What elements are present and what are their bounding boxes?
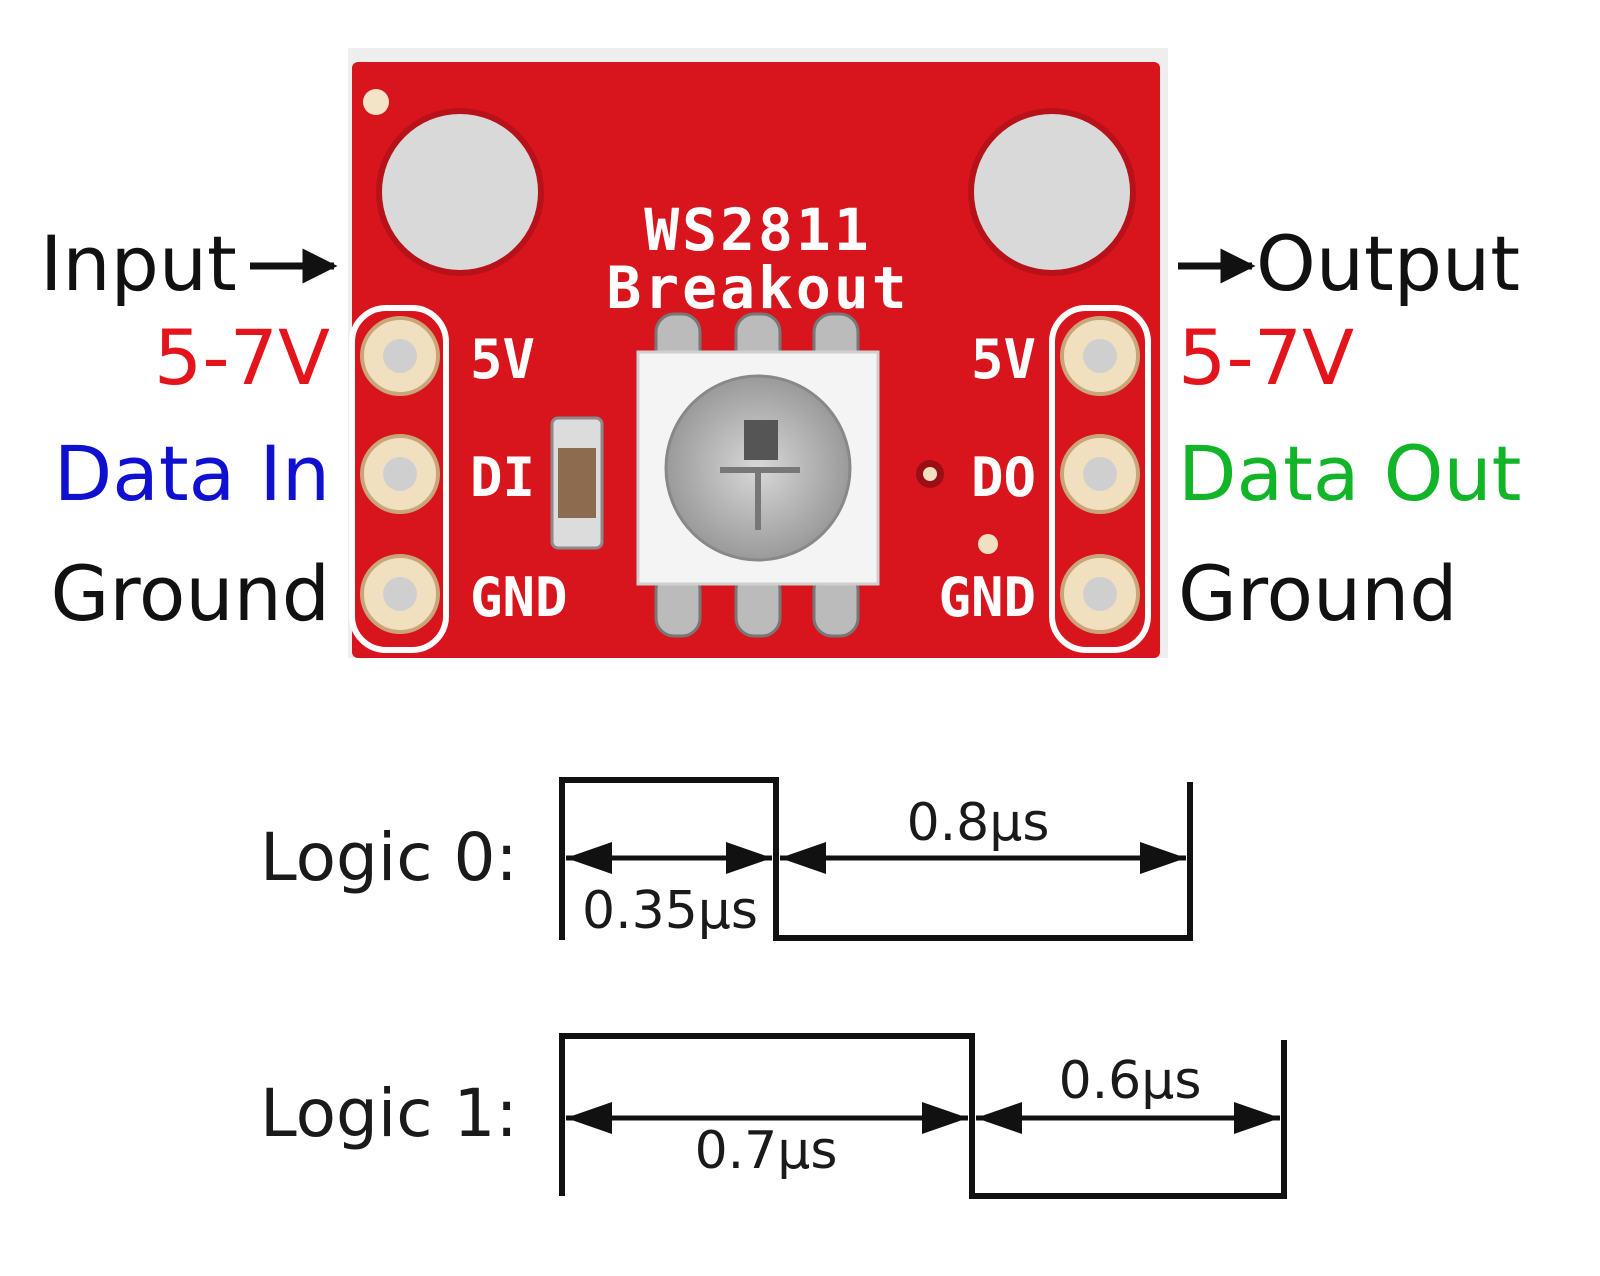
arrowhead: [780, 842, 826, 874]
logic1-low-time: 0.6µs: [1059, 1051, 1202, 1111]
pin-label-left-5v: 5V: [470, 328, 535, 391]
fiducial-dot: [363, 89, 389, 115]
logic0-low-time: 0.8µs: [907, 793, 1050, 853]
left-label-power: 5-7V: [154, 313, 330, 402]
left-label-data: Data In: [54, 429, 330, 518]
pin-label-right-5v: 5V: [971, 328, 1036, 391]
left-labels: Input 5-7V Data In Ground: [40, 219, 338, 638]
pin-label-left-gnd: GND: [470, 566, 568, 629]
timing-logic-0: Logic 0: 0.35µs 0.8µs: [260, 777, 1193, 941]
timing-logic-1: Logic 1: 0.7µs 0.6µs: [260, 1033, 1287, 1199]
logic1-waveform: [559, 1033, 1287, 1199]
arrowhead: [566, 842, 612, 874]
input-label: Input: [40, 219, 237, 308]
arrowhead: [922, 1102, 968, 1134]
logic0-label: Logic 0:: [260, 819, 518, 896]
left-header-outline: [349, 305, 449, 653]
led-die: [744, 420, 778, 460]
pad-hole: [1083, 339, 1117, 373]
breakout-board: WS2811 Breakout 5V DI GND 5V DO: [348, 48, 1168, 658]
pin-label-right-do: DO: [971, 446, 1036, 509]
mounting-hole-left: [382, 114, 538, 270]
board-title-line1: WS2811: [644, 196, 872, 264]
right-label-ground: Ground: [1178, 549, 1458, 638]
logic1-high-time: 0.7µs: [695, 1121, 838, 1181]
logic0-waveform: [559, 777, 1193, 941]
board-title-line2: Breakout: [606, 254, 909, 322]
right-label-data: Data Out: [1178, 429, 1521, 518]
via-center: [923, 467, 937, 481]
right-header-outline: [1049, 305, 1151, 653]
output-label: Output: [1256, 219, 1520, 308]
arrowhead: [726, 842, 772, 874]
arrowhead: [566, 1102, 612, 1134]
right-labels: Output 5-7V Data Out Ground: [1178, 219, 1521, 638]
pad-hole: [1083, 457, 1117, 491]
logic1-label: Logic 1:: [260, 1075, 518, 1152]
pad-hole: [383, 339, 417, 373]
arrowhead: [976, 1102, 1022, 1134]
arrowhead: [1234, 1102, 1280, 1134]
right-pads: [1060, 316, 1140, 634]
arrowhead: [1140, 842, 1186, 874]
led-package: [636, 312, 880, 638]
pad-hole: [383, 577, 417, 611]
pad-hole: [1083, 577, 1117, 611]
left-pads: [360, 316, 440, 634]
pad-hole: [383, 457, 417, 491]
resistor-component: [550, 416, 604, 550]
pin-label-left-di: DI: [470, 446, 535, 509]
right-label-power: 5-7V: [1178, 313, 1354, 402]
via: [978, 534, 998, 554]
mounting-hole-right: [974, 114, 1130, 270]
left-label-ground: Ground: [50, 549, 330, 638]
pin-label-right-gnd: GND: [938, 566, 1036, 629]
logic0-high-time: 0.35µs: [582, 881, 758, 941]
